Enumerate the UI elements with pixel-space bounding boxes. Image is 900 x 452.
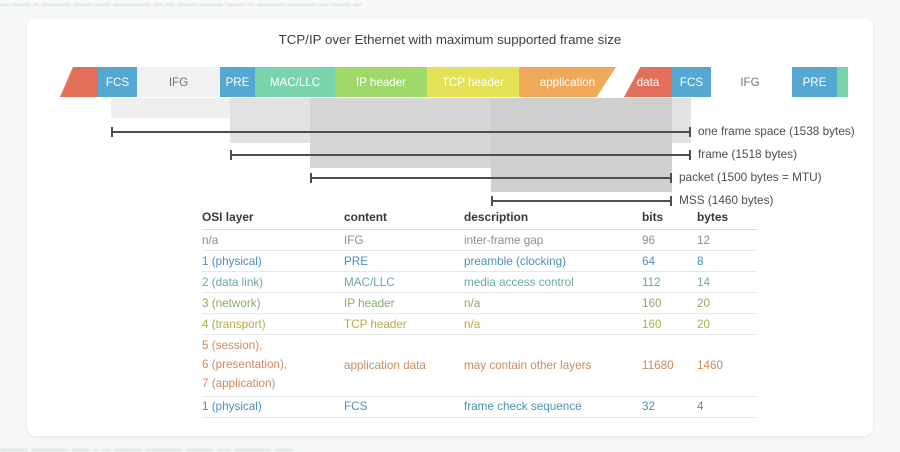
frame-segment-label: IP header bbox=[355, 75, 407, 89]
cell-description: inter-frame gap bbox=[464, 229, 642, 251]
measurement-rule-frame bbox=[230, 150, 691, 160]
cell-bytes: 4 bbox=[697, 396, 757, 418]
cell-bytes: 1460 bbox=[697, 334, 757, 397]
cell-description: media access control bbox=[464, 271, 642, 293]
table-header-row: OSI layer content description bits bytes bbox=[202, 208, 757, 230]
frame-segment-label: TCP header bbox=[441, 75, 505, 89]
measurement-rule-packet bbox=[310, 173, 672, 183]
osi-layer-table: OSI layer content description bits bytes… bbox=[202, 208, 757, 418]
cell-bits: 112 bbox=[642, 271, 697, 293]
osi-layer-line: 6 (presentation), bbox=[202, 357, 288, 371]
frame-segment-label: IFG bbox=[168, 75, 189, 89]
frame-segment-ip-header: IP header bbox=[335, 67, 427, 97]
cell-bytes: 14 bbox=[697, 271, 757, 293]
frame-segment-mac-llc: MAC/LLC bbox=[255, 67, 335, 97]
cell-osi-layer: 2 (data link) bbox=[202, 271, 344, 293]
cell-osi-layer: 5 (session), 6 (presentation), 7 (applicat… bbox=[202, 334, 344, 397]
measurement-label-frame: frame (1518 bytes) bbox=[698, 147, 798, 161]
measurement-rule-one-frame-space bbox=[111, 127, 691, 137]
top-cutoff-text-fragment: — —— – ——— —— –— ———— — — —— –—— —— – ——… bbox=[0, 0, 363, 9]
cell-bits: 160 bbox=[642, 313, 697, 335]
measurement-label-mss: MSS (1460 bytes) bbox=[679, 193, 774, 207]
cell-bits: 96 bbox=[642, 229, 697, 251]
frame-segment-label: PRE bbox=[802, 75, 827, 89]
cell-bytes: 20 bbox=[697, 313, 757, 335]
osi-layer-line: 7 (application) bbox=[202, 376, 276, 390]
measurement-band bbox=[491, 98, 672, 192]
cell-osi-layer: 4 (transport) bbox=[202, 313, 344, 335]
frame-segment-label: FCS bbox=[105, 75, 130, 89]
measurement-label-packet: packet (1500 bytes = MTU) bbox=[679, 170, 822, 184]
frame-segment-label: PRE bbox=[225, 75, 250, 89]
frame-segment-pre: PRE bbox=[220, 67, 255, 97]
column-header-osi-layer: OSI layer bbox=[202, 208, 344, 230]
cell-description: frame check sequence bbox=[464, 396, 642, 418]
frame-segment-label: FCS bbox=[679, 75, 704, 89]
frame-segment-label: IFG bbox=[740, 75, 760, 89]
cell-osi-layer: 3 (network) bbox=[202, 292, 344, 314]
cell-content: MAC/LLC bbox=[344, 271, 464, 293]
frame-segment-fcs: FCS bbox=[672, 67, 711, 97]
cell-content: TCP header bbox=[344, 313, 464, 335]
column-header-description: description bbox=[464, 208, 642, 230]
cell-osi-layer: n/a bbox=[202, 229, 344, 251]
cell-content: application data bbox=[344, 334, 464, 397]
cell-content: FCS bbox=[344, 396, 464, 418]
frame-segment-fcs: FCS bbox=[98, 67, 137, 97]
frame-segment-tcp-header: TCP header bbox=[427, 67, 519, 97]
cell-osi-layer: 1 (physical) bbox=[202, 396, 344, 418]
cell-description: may contain other layers bbox=[464, 334, 642, 397]
frame-segment-pre: PRE bbox=[792, 67, 837, 97]
frame-segment-application: application bbox=[519, 67, 616, 97]
frame-segment-label: application bbox=[539, 75, 596, 89]
cell-osi-layer: 1 (physical) bbox=[202, 250, 344, 272]
column-header-bits: bits bbox=[642, 208, 697, 230]
frame-segment-label: MAC/LLC bbox=[269, 75, 321, 89]
cell-description: n/a bbox=[464, 313, 642, 335]
cell-bits: 64 bbox=[642, 250, 697, 272]
frame-segment-ifg: IFG bbox=[711, 67, 789, 97]
column-header-bytes: bytes bbox=[697, 208, 757, 230]
frame-segment-continuation bbox=[837, 67, 848, 97]
measurement-rule-mss bbox=[491, 196, 672, 206]
cell-description: preamble (clocking) bbox=[464, 250, 642, 272]
page-title: TCP/IP over Ethernet with maximum suppor… bbox=[278, 32, 622, 47]
frame-segment-continuation bbox=[60, 67, 98, 97]
cell-content: PRE bbox=[344, 250, 464, 272]
column-header-content: content bbox=[344, 208, 464, 230]
table-row: 5 (session), 6 (presentation), 7 (applicat… bbox=[202, 334, 757, 397]
frame-segment-label: data bbox=[636, 75, 660, 89]
cell-bits: 160 bbox=[642, 292, 697, 314]
bottom-cutoff-text-fragment: ——— ———— —— – — ——— ———— ——— –— ———— —— bbox=[0, 444, 294, 452]
cell-bits: 11680 bbox=[642, 334, 697, 397]
cell-bytes: 12 bbox=[697, 229, 757, 251]
frame-segment-ifg: IFG bbox=[137, 67, 220, 97]
measurement-label-one-frame-space: one frame space (1538 bytes) bbox=[698, 124, 855, 138]
cell-bits: 32 bbox=[642, 396, 697, 418]
frame-segment-data: data bbox=[624, 67, 672, 97]
cell-description: n/a bbox=[464, 292, 642, 314]
cell-bytes: 20 bbox=[697, 292, 757, 314]
cell-content: IFG bbox=[344, 229, 464, 251]
osi-layer-line: 5 (session), bbox=[202, 339, 263, 352]
cell-bytes: 8 bbox=[697, 250, 757, 272]
cell-content: IP header bbox=[344, 292, 464, 314]
figure-card: TCP/IP over Ethernet with maximum suppor… bbox=[27, 18, 873, 436]
